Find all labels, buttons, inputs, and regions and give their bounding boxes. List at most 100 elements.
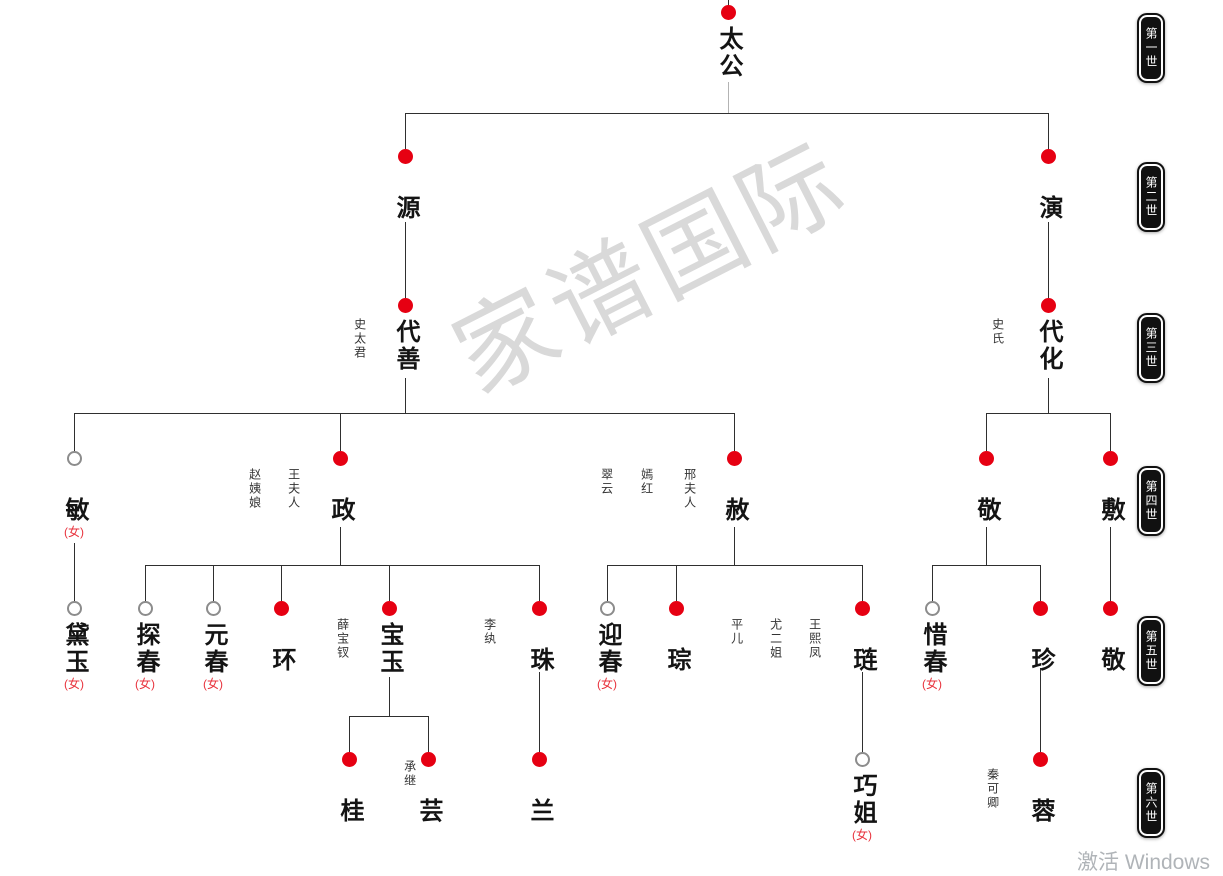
connector-line-v [74, 413, 75, 451]
person-name: 迎春 [594, 622, 621, 676]
person-name: 太公 [715, 26, 742, 80]
male-dot [726, 451, 742, 466]
connector-line-v [428, 716, 429, 752]
connector-line-v [734, 527, 735, 565]
female-dot [66, 451, 82, 466]
person-node[interactable]: 敏 (女) [61, 451, 88, 538]
connector-line-v [389, 565, 390, 601]
person-node[interactable]: 太公 [704, 5, 752, 80]
person-name: 源 [392, 195, 419, 222]
connector-line-v [281, 565, 282, 601]
generation-badge-pill: 第二世 [1141, 166, 1161, 228]
spouse-label: 史太君 [352, 318, 367, 360]
connector-line-v [405, 222, 406, 298]
person-node[interactable]: 政 [327, 451, 354, 524]
male-dot [397, 149, 413, 164]
female-tag: (女) [203, 677, 223, 691]
person-node[interactable]: 敷 [1097, 451, 1124, 524]
person-node[interactable]: 兰 [526, 752, 553, 825]
person-name: 珠 [526, 647, 553, 674]
person-node[interactable]: 黛玉 (女) [50, 601, 98, 690]
person-node[interactable]: 琮 [663, 601, 690, 674]
connector-line-v [607, 565, 608, 601]
connector-line-v [405, 378, 406, 413]
connector-line-v [728, 0, 729, 6]
connector-line-v [539, 672, 540, 752]
generation-badge: 第四世 [1137, 466, 1165, 536]
connector-line-v [1048, 378, 1049, 413]
male-dot [854, 601, 870, 616]
person-node[interactable]: 环 [268, 601, 295, 674]
person-node[interactable]: 代善 [381, 298, 429, 373]
person-node[interactable]: 桂 [336, 752, 363, 825]
female-dot [66, 601, 82, 616]
connector-line-v [1110, 413, 1111, 451]
connector-line-h [607, 565, 862, 566]
person-node[interactable]: 宝玉 [365, 601, 413, 676]
male-dot [531, 601, 547, 616]
connector-line-v [676, 565, 677, 601]
person-node[interactable]: 探春 (女) [121, 601, 169, 690]
female-tag: (女) [597, 677, 617, 691]
generation-badge-pill: 第三世 [1141, 317, 1161, 379]
person-name: 代化 [1035, 319, 1062, 373]
male-dot [332, 451, 348, 466]
male-dot [397, 298, 413, 313]
spouse-label: 史氏 [990, 318, 1005, 346]
male-dot [531, 752, 547, 767]
generation-label: 第六世 [1144, 782, 1158, 824]
male-dot [1040, 298, 1056, 313]
person-node[interactable]: 赦 [721, 451, 748, 524]
person-node[interactable]: 元春 (女) [189, 601, 237, 690]
generation-badge: 第五世 [1137, 616, 1165, 686]
person-name: 珍 [1027, 647, 1054, 674]
male-dot [1102, 601, 1118, 616]
person-name: 演 [1035, 195, 1062, 222]
person-name: 惜春 [919, 622, 946, 676]
person-node[interactable]: 代化 [1024, 298, 1072, 373]
spouse-label: 薛宝钗 [335, 618, 350, 660]
person-node[interactable]: 迎春 (女) [583, 601, 631, 690]
person-node[interactable]: 源 [392, 149, 419, 222]
female-dot [599, 601, 615, 616]
connector-line-v [986, 413, 987, 451]
person-name: 环 [268, 647, 295, 674]
person-name: 代善 [392, 319, 419, 373]
person-name: 巧姐 [849, 773, 876, 827]
female-tag: (女) [922, 677, 942, 691]
connector-line-v [734, 413, 735, 451]
male-dot [1032, 752, 1048, 767]
person-node[interactable]: 演 [1035, 149, 1062, 222]
generation-badge: 第六世 [1137, 768, 1165, 838]
person-node[interactable]: 巧姐 (女) [838, 752, 886, 841]
generation-badge-pill: 第六世 [1141, 772, 1161, 834]
connector-line-v [1110, 527, 1111, 602]
generation-label: 第一世 [1144, 27, 1158, 69]
spouse-label: 邢夫人 [682, 468, 697, 510]
person-node[interactable]: 蓉 [1027, 752, 1054, 825]
person-node[interactable]: 珠 [526, 601, 553, 674]
connector-line-v [145, 565, 146, 601]
connector-line-h [986, 413, 1110, 414]
connector-line-v [1048, 113, 1049, 149]
person-node[interactable]: 珍 [1027, 601, 1054, 674]
connector-line-v [862, 672, 863, 753]
person-node[interactable]: 敬 [1097, 601, 1124, 674]
connector-line-h [145, 565, 539, 566]
spouse-label: 李纨 [482, 618, 497, 646]
person-name: 宝玉 [376, 622, 403, 676]
female-tag: (女) [135, 677, 155, 691]
male-dot [381, 601, 397, 616]
person-node[interactable]: 敬 [973, 451, 1000, 524]
person-name: 赦 [721, 497, 748, 524]
connector-line-v [862, 565, 863, 601]
person-node[interactable]: 惜春 (女) [908, 601, 956, 690]
person-name: 芸 [415, 798, 442, 825]
generation-badge-pill: 第一世 [1141, 17, 1161, 79]
generation-label: 第三世 [1144, 327, 1158, 369]
person-name: 琏 [849, 647, 876, 674]
person-node[interactable]: 琏 [849, 601, 876, 674]
generation-badge: 第三世 [1137, 313, 1165, 383]
connector-line-h [405, 113, 1048, 114]
person-node[interactable]: 芸 [415, 752, 442, 825]
